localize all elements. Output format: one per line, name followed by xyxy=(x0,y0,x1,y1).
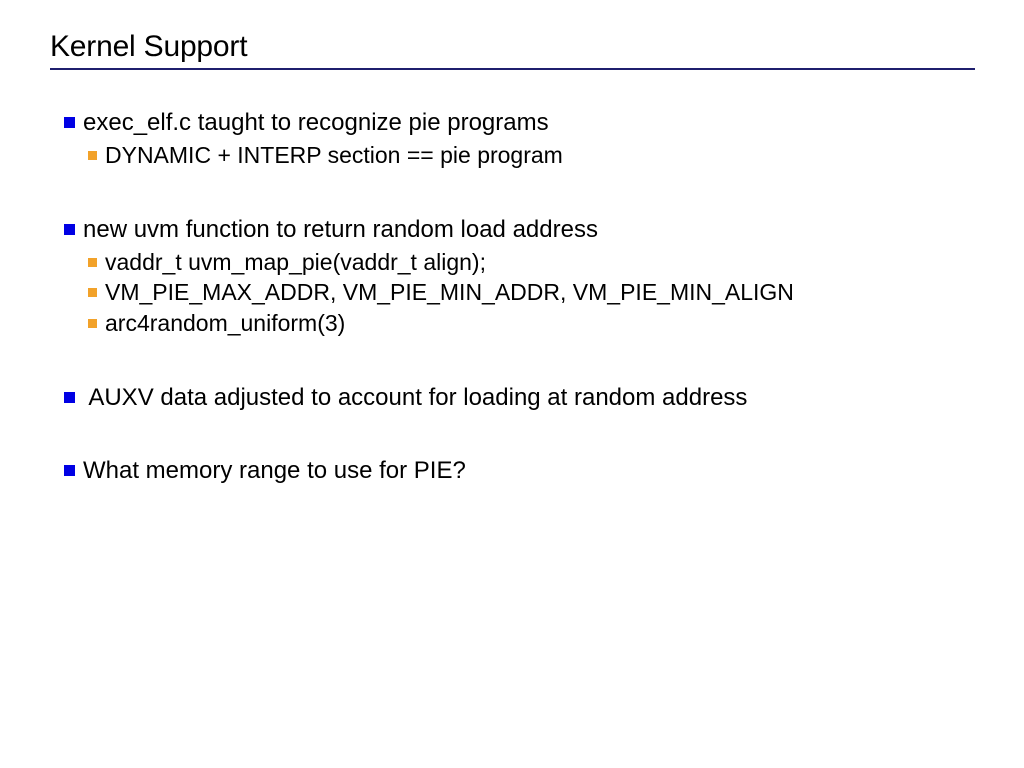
bullet-text: DYNAMIC + INTERP section == pie program xyxy=(105,141,563,168)
square-bullet-icon xyxy=(64,392,75,404)
list-item: DYNAMIC + INTERP section == pie program xyxy=(0,141,1024,170)
square-bullet-icon xyxy=(88,257,97,267)
bullet-text: new uvm function to return random load a… xyxy=(83,216,598,244)
bullet-text: exec_elf.c taught to recognize pie progr… xyxy=(83,109,549,136)
list-item: exec_elf.c taught to recognize pie progr… xyxy=(0,108,1024,139)
bullet-text: vaddr_t uvm_map_pie(vaddr_t align); xyxy=(105,248,486,275)
list-item: arc4random_uniform(3) xyxy=(0,309,1024,338)
bullet-text: arc4random_uniform(3) xyxy=(105,309,346,336)
square-bullet-icon xyxy=(64,224,75,236)
square-bullet-icon xyxy=(88,150,97,160)
spacer xyxy=(0,339,1024,383)
page-title: Kernel Support xyxy=(50,30,248,63)
spacer xyxy=(0,416,1024,456)
list-item: What memory range to use for PIE? xyxy=(0,456,1024,487)
square-bullet-icon xyxy=(64,464,75,476)
bullet-text: AUXV data adjusted to account for loadin… xyxy=(83,384,748,412)
bullet-text: What memory range to use for PIE? xyxy=(83,456,466,484)
square-bullet-icon xyxy=(88,288,97,298)
list-item: AUXV data adjusted to account for loadin… xyxy=(0,383,1024,414)
title-underline-rule xyxy=(50,67,975,70)
spacer xyxy=(0,171,1024,215)
slide-title-block: Kernel Support xyxy=(50,30,975,70)
list-item: VM_PIE_MAX_ADDR, VM_PIE_MIN_ADDR, VM_PIE… xyxy=(0,278,1024,307)
square-bullet-icon xyxy=(64,117,75,128)
list-item: vaddr_t uvm_map_pie(vaddr_t align); xyxy=(0,248,1024,277)
list-item: new uvm function to return random load a… xyxy=(0,215,1024,246)
slide-body: exec_elf.c taught to recognize pie progr… xyxy=(0,108,1024,489)
square-bullet-icon xyxy=(88,318,97,328)
bullet-text: VM_PIE_MAX_ADDR, VM_PIE_MIN_ADDR, VM_PIE… xyxy=(105,279,794,306)
